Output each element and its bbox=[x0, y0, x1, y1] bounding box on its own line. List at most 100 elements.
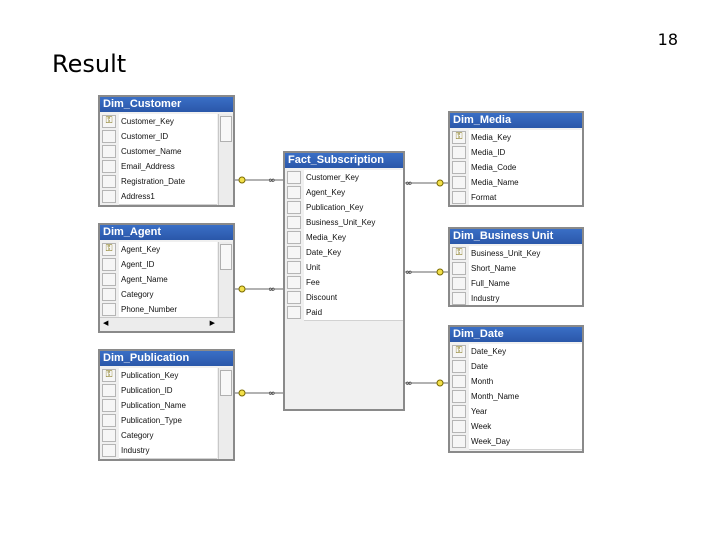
column-row[interactable]: Industry bbox=[100, 442, 217, 459]
many-end-icon: ∞ bbox=[405, 179, 413, 189]
column-row[interactable]: Agent_ID bbox=[100, 256, 217, 273]
column-name: Year bbox=[469, 403, 582, 420]
column-row[interactable]: Address1 bbox=[100, 188, 217, 205]
column-list: ⚿Media_Key Media_ID Media_Code Media_Nam… bbox=[450, 130, 582, 205]
column-row[interactable]: Publication_Key bbox=[285, 199, 403, 216]
table-dim-media[interactable]: Dim_Media ⚿Media_Key Media_ID Media_Code… bbox=[448, 111, 584, 207]
many-end-icon: ∞ bbox=[405, 268, 413, 278]
vertical-scrollbar[interactable] bbox=[218, 242, 233, 317]
column-name: Fee bbox=[304, 274, 403, 291]
column-row[interactable]: Short_Name bbox=[450, 260, 582, 277]
column-name: Month bbox=[469, 373, 582, 390]
table-dim-date[interactable]: Dim_Date ⚿Date_Key Date Month Month_Name… bbox=[448, 325, 584, 453]
column-name: Format bbox=[469, 189, 582, 205]
column-name: Date_Key bbox=[469, 344, 582, 360]
column-row[interactable]: ⚿Publication_Key bbox=[100, 368, 217, 384]
scroll-thumb[interactable] bbox=[220, 244, 232, 270]
table-dim-agent[interactable]: Dim_Agent ⚿Agent_Key Agent_ID Agent_Name… bbox=[98, 223, 235, 333]
column-row[interactable]: Format bbox=[450, 189, 582, 205]
column-name: Customer_Name bbox=[119, 143, 217, 160]
column-row[interactable]: Media_Name bbox=[450, 174, 582, 191]
key-icon: ⚿ bbox=[102, 243, 116, 256]
column-row[interactable]: Fee bbox=[285, 274, 403, 291]
many-end-icon: ∞ bbox=[268, 285, 276, 295]
column-row[interactable]: ⚿Business_Unit_Key bbox=[450, 246, 582, 262]
table-dim-business-unit[interactable]: Dim_Business Unit ⚿Business_Unit_Key Sho… bbox=[448, 227, 584, 307]
scroll-thumb[interactable] bbox=[220, 116, 232, 142]
key-end-icon bbox=[436, 268, 444, 276]
column-row[interactable]: Publication_Type bbox=[100, 412, 217, 429]
column-row[interactable]: Business_Unit_Key bbox=[285, 214, 403, 231]
column-list: ⚿Date_Key Date Month Month_Name Year Wee… bbox=[450, 344, 582, 451]
vertical-scrollbar[interactable] bbox=[218, 114, 233, 205]
column-name: Week_Day bbox=[469, 433, 582, 450]
table-title[interactable]: Dim_Date bbox=[450, 327, 582, 342]
column-row[interactable]: Phone_Number bbox=[100, 301, 217, 317]
column-name: Media_Key bbox=[304, 229, 403, 246]
column-name: Agent_Key bbox=[304, 184, 403, 201]
column-row[interactable]: Full_Name bbox=[450, 275, 582, 292]
column-row[interactable]: ⚿Date_Key bbox=[450, 344, 582, 360]
scroll-left-icon[interactable]: ◀ bbox=[103, 319, 109, 327]
column-row[interactable]: Date_Key bbox=[285, 244, 403, 261]
column-row[interactable]: Agent_Key bbox=[285, 184, 403, 201]
key-icon: ⚿ bbox=[452, 131, 466, 144]
column-row[interactable]: Media_ID bbox=[450, 144, 582, 161]
column-row[interactable]: Unit bbox=[285, 259, 403, 276]
scroll-right-icon[interactable]: ▶ bbox=[209, 319, 215, 327]
scroll-thumb[interactable] bbox=[220, 370, 232, 396]
horizontal-scrollbar[interactable]: ◀ ▶ bbox=[100, 317, 233, 331]
column-row[interactable]: Customer_ID bbox=[100, 128, 217, 145]
column-row[interactable]: Week_Day bbox=[450, 433, 582, 450]
column-row[interactable]: Email_Address bbox=[100, 158, 217, 175]
column-row[interactable]: Publication_ID bbox=[100, 382, 217, 399]
table-dim-customer[interactable]: Dim_Customer ⚿Customer_Key Customer_ID C… bbox=[98, 95, 235, 207]
column-row[interactable]: Category bbox=[100, 286, 217, 303]
column-row[interactable]: Paid bbox=[285, 304, 403, 321]
many-end-icon: ∞ bbox=[268, 176, 276, 186]
column-name: Short_Name bbox=[469, 260, 582, 277]
many-end-icon: ∞ bbox=[405, 379, 413, 389]
column-row[interactable]: Agent_Name bbox=[100, 271, 217, 288]
column-row[interactable]: Month_Name bbox=[450, 388, 582, 405]
column-row[interactable]: Media_Code bbox=[450, 159, 582, 176]
table-title[interactable]: Dim_Customer bbox=[100, 97, 233, 112]
column-row[interactable]: Category bbox=[100, 427, 217, 444]
table-title[interactable]: Dim_Publication bbox=[100, 351, 233, 366]
column-row[interactable]: ⚿Customer_Key bbox=[100, 114, 217, 130]
column-row[interactable]: Industry bbox=[450, 290, 582, 305]
column-name: Discount bbox=[304, 289, 403, 306]
column-name: Registration_Date bbox=[119, 173, 217, 190]
column-row[interactable]: Month bbox=[450, 373, 582, 390]
table-title[interactable]: Dim_Business Unit bbox=[450, 229, 582, 244]
column-row[interactable]: Week bbox=[450, 418, 582, 435]
key-icon: ⚿ bbox=[452, 247, 466, 260]
column-name: Agent_Key bbox=[119, 242, 217, 258]
column-row[interactable]: ⚿Agent_Key bbox=[100, 242, 217, 258]
column-row[interactable]: Year bbox=[450, 403, 582, 420]
column-name: Address1 bbox=[119, 188, 217, 205]
column-row[interactable]: ⚿Media_Key bbox=[450, 130, 582, 146]
column-name: Full_Name bbox=[469, 275, 582, 292]
key-icon: ⚿ bbox=[102, 115, 116, 128]
column-name: Unit bbox=[304, 259, 403, 276]
table-title[interactable]: Dim_Media bbox=[450, 113, 582, 128]
column-row[interactable]: Date bbox=[450, 358, 582, 375]
table-fact-subscription[interactable]: Fact_Subscription Customer_Key Agent_Key… bbox=[283, 151, 405, 411]
table-title[interactable]: Dim_Agent bbox=[100, 225, 233, 240]
table-dim-publication[interactable]: Dim_Publication ⚿Publication_Key Publica… bbox=[98, 349, 235, 461]
page-number: 18 bbox=[657, 30, 678, 49]
column-row[interactable]: Discount bbox=[285, 289, 403, 306]
column-row[interactable]: Registration_Date bbox=[100, 173, 217, 190]
column-name: Customer_Key bbox=[304, 170, 403, 186]
column-row[interactable]: Publication_Name bbox=[100, 397, 217, 414]
vertical-scrollbar[interactable] bbox=[218, 368, 233, 459]
column-row[interactable]: Customer_Name bbox=[100, 143, 217, 160]
column-name: Customer_Key bbox=[119, 114, 217, 130]
table-title[interactable]: Fact_Subscription bbox=[285, 153, 403, 168]
key-end-icon bbox=[238, 176, 246, 184]
column-name: Media_Name bbox=[469, 174, 582, 191]
column-row[interactable]: Media_Key bbox=[285, 229, 403, 246]
column-row[interactable]: Customer_Key bbox=[285, 170, 403, 186]
key-end-icon bbox=[436, 379, 444, 387]
